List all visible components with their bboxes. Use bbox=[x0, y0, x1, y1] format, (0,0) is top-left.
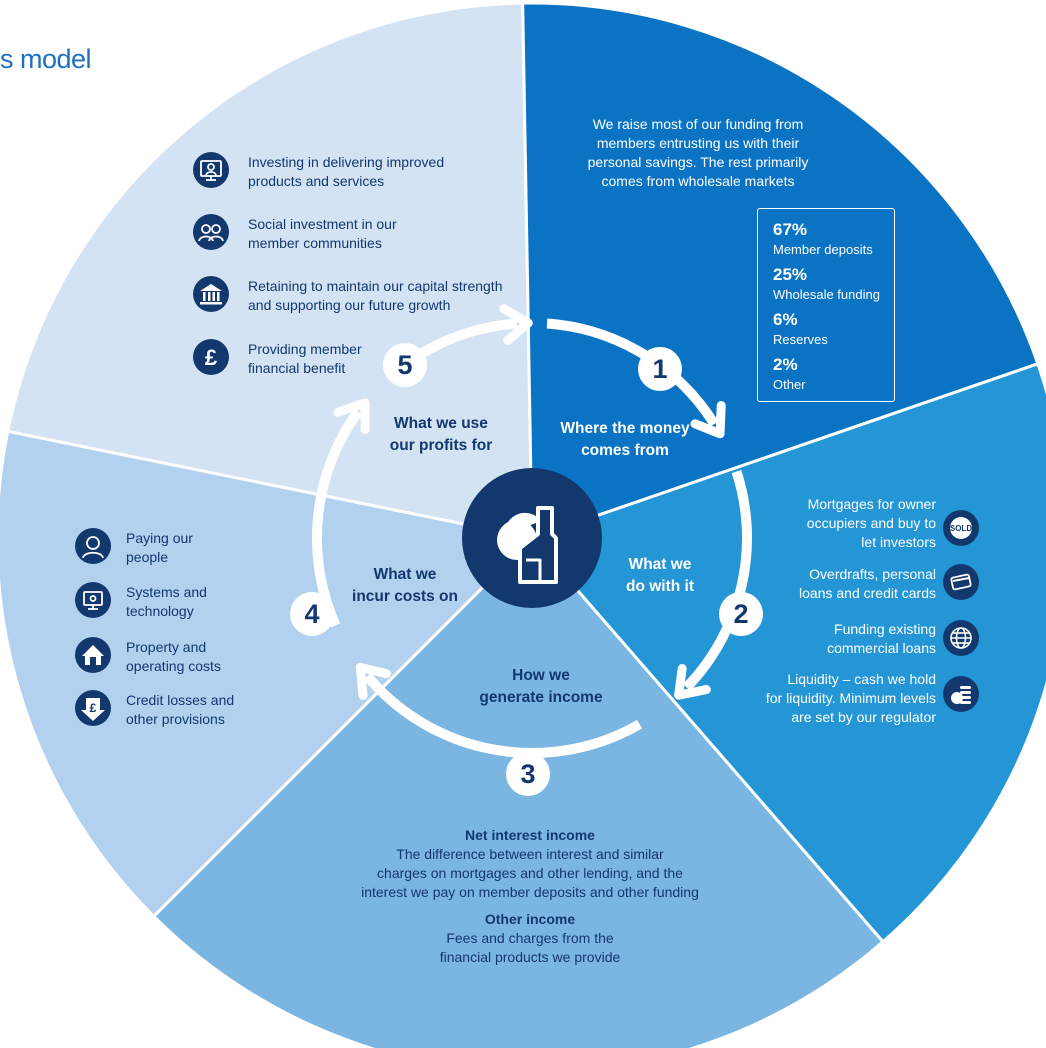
step5-number: 5 bbox=[383, 343, 427, 387]
funding-pct: 2% bbox=[773, 355, 798, 374]
cycle-arrow-head bbox=[690, 401, 726, 439]
sector-incur-costs bbox=[0, 429, 536, 919]
cycle-arrow-arc bbox=[363, 672, 642, 758]
cycle-arrow-head bbox=[674, 664, 711, 700]
house-and-piggy-icon bbox=[497, 506, 558, 584]
step1-number: 1 bbox=[638, 347, 682, 391]
person-icon bbox=[75, 528, 111, 564]
monitor-person-icon bbox=[193, 152, 229, 188]
pound-down-arrow-icon: £ bbox=[75, 690, 111, 726]
sector-where-money bbox=[521, 1, 1040, 541]
credit-card-icon bbox=[943, 564, 979, 600]
step2-number: 2 bbox=[719, 592, 763, 636]
svg-text:£: £ bbox=[90, 701, 97, 715]
funding-pct: 6% bbox=[773, 310, 798, 329]
sector-use-profits bbox=[5, 1, 534, 540]
cycle-arrow-head bbox=[355, 662, 391, 701]
computer-gears-icon bbox=[75, 582, 111, 618]
coins-icon bbox=[943, 676, 979, 712]
house-icon bbox=[75, 637, 111, 673]
sector-do-with-it bbox=[529, 361, 1046, 944]
cycle-arrow-arc bbox=[683, 470, 752, 691]
section5-item: Retaining to maintain our capital streng… bbox=[248, 278, 503, 313]
funding-pct: 67% bbox=[773, 220, 808, 239]
cycle-arrow-head bbox=[333, 398, 370, 435]
cycle-arrow-head bbox=[499, 304, 533, 345]
sold-sign-icon: SOLD bbox=[943, 510, 979, 546]
step4-number: 4 bbox=[290, 592, 334, 636]
globe-icon bbox=[943, 620, 979, 656]
bank-icon bbox=[193, 276, 229, 312]
funding-breakdown-box: 67% Member deposits 25% Wholesale fundin… bbox=[757, 208, 895, 402]
step3-number: 3 bbox=[506, 752, 550, 796]
funding-label: Other bbox=[773, 377, 806, 392]
pound-icon: £ bbox=[193, 339, 229, 375]
funding-label: Member deposits bbox=[773, 242, 873, 257]
people-icon bbox=[193, 214, 229, 250]
net-interest-income: Net interest income The difference betwe… bbox=[361, 827, 699, 900]
funding-pct: 25% bbox=[773, 265, 808, 284]
funding-label: Reserves bbox=[773, 332, 828, 347]
page-title: s model bbox=[0, 44, 92, 74]
funding-label: Wholesale funding bbox=[773, 287, 880, 302]
svg-text:SOLD: SOLD bbox=[950, 524, 972, 533]
svg-text:£: £ bbox=[205, 345, 218, 370]
